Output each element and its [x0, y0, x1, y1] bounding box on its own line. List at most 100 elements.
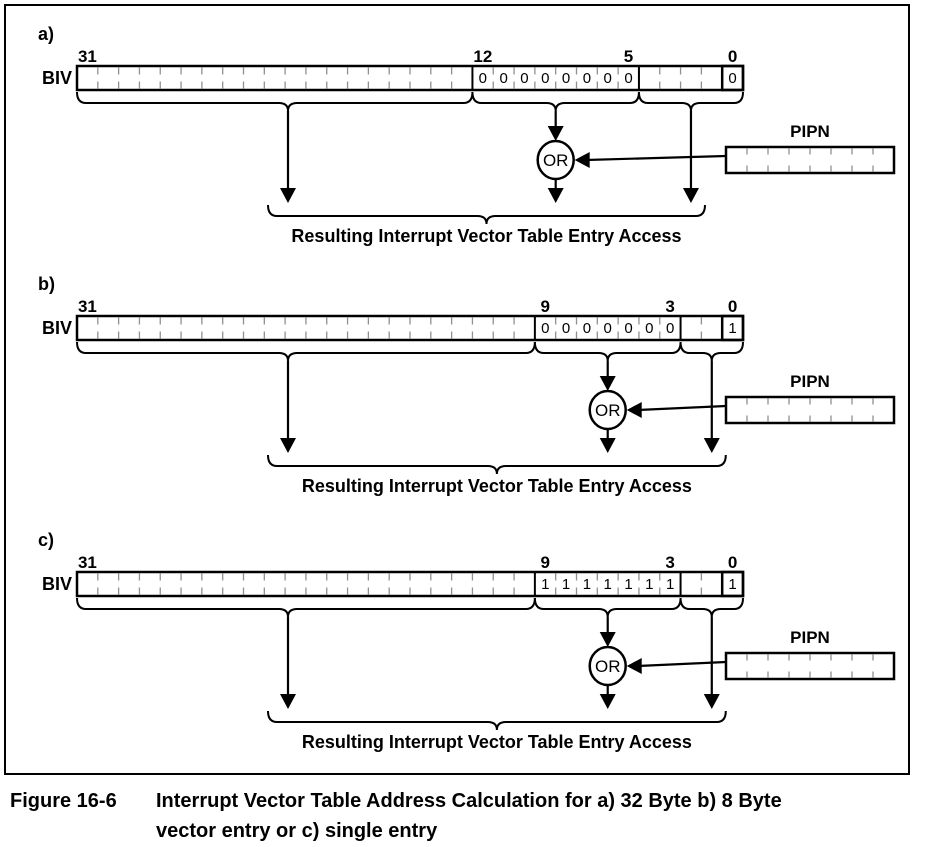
section-label-b: b) — [38, 274, 55, 294]
brace-field-bits — [533, 597, 682, 618]
figure-caption: Figure 16-6 Interrupt Vector Table Addre… — [10, 786, 782, 846]
field-bit-value: 0 — [562, 320, 570, 337]
brace-low-bits — [679, 341, 744, 362]
field-bit-value: 0 — [499, 70, 507, 87]
bit-label-field_lsb: 3 — [665, 297, 674, 316]
field-bit-value: 0 — [604, 70, 612, 87]
pipn-register-label: PIPN — [790, 372, 830, 391]
bit0-box — [720, 314, 745, 342]
field-bit-value: 1 — [624, 576, 632, 593]
low-bits-arrow-head — [703, 694, 720, 709]
biv-register-label: BIV — [42, 574, 72, 594]
field-bit-value: 0 — [604, 320, 612, 337]
high-bits-arrow-head — [280, 188, 296, 203]
brace-field-bits — [533, 341, 682, 362]
bit-label-field_lsb: 5 — [624, 47, 633, 66]
figure-caption-label: Figure 16-6 — [10, 790, 117, 812]
result-brace — [267, 454, 727, 475]
field-bit-value: 1 — [562, 576, 570, 593]
bit0-value: 0 — [728, 70, 736, 87]
field-bit-value: 1 — [541, 576, 549, 593]
field-bit-value: 0 — [583, 70, 591, 87]
figure-caption-line1: Interrupt Vector Table Address Calculati… — [156, 790, 782, 812]
pipn-to-or-arrow-head — [626, 658, 642, 674]
brace-field-bits — [471, 91, 640, 112]
bit-label-lsb: 0 — [728, 553, 737, 572]
result-brace — [267, 710, 727, 731]
bit0-value: 1 — [728, 320, 736, 337]
brace-high-bits — [76, 91, 474, 112]
bit-label-field_lsb: 3 — [665, 553, 674, 572]
or-output-arrow-head — [599, 438, 616, 453]
or-gate-label: OR — [543, 151, 569, 170]
pipn-register-label: PIPN — [790, 122, 830, 141]
figure-caption-line2: vector entry or c) single entry — [156, 820, 438, 842]
field-bit-value: 0 — [541, 70, 549, 87]
field-arrow-head — [599, 376, 616, 391]
result-brace — [267, 204, 706, 225]
field-bit-value: 1 — [604, 576, 612, 593]
low-bits-arrow-head — [682, 188, 699, 203]
field-arrow-head — [547, 126, 564, 141]
bit-label-lsb: 0 — [728, 47, 737, 66]
pipn-to-or-arrow-head — [574, 152, 590, 168]
result-label: Resulting Interrupt Vector Table Entry A… — [302, 732, 692, 752]
field-bit-value: 1 — [583, 576, 591, 593]
field-bit-value: 0 — [520, 70, 528, 87]
field-bit-value: 0 — [645, 320, 653, 337]
field-bit-value: 0 — [583, 320, 591, 337]
bit-label-field_msb: 9 — [541, 297, 550, 316]
result-label: Resulting Interrupt Vector Table Entry A… — [291, 226, 681, 246]
pipn-to-or-arrow-line — [637, 404, 727, 412]
bit-label-field_msb: 12 — [473, 47, 492, 66]
bit0-box — [720, 570, 745, 598]
or-output-arrow-head — [599, 694, 616, 709]
low-bits-arrow-head — [703, 438, 720, 453]
field-bit-value: 0 — [479, 70, 487, 87]
bit-label-msb: 31 — [78, 47, 97, 66]
section-label-c: c) — [38, 530, 54, 550]
high-bits-arrow-head — [280, 438, 296, 453]
section-label-a: a) — [38, 24, 54, 44]
bit0-value: 1 — [728, 576, 736, 593]
brace-high-bits — [76, 597, 536, 618]
bit-label-lsb: 0 — [728, 297, 737, 316]
figure-caption-text: Interrupt Vector Table Address Calculati… — [156, 786, 782, 846]
pipn-register: PIPN — [724, 372, 896, 425]
field-bit-value: 1 — [645, 576, 653, 593]
diagram-frame — [4, 4, 910, 775]
pipn-register-label: PIPN — [790, 628, 830, 647]
pipn-to-or-arrow-line — [585, 154, 727, 162]
or-output-arrow-head — [547, 188, 564, 203]
field-arrow-head — [599, 632, 616, 647]
field-bit-value: 0 — [562, 70, 570, 87]
pipn-register: PIPN — [724, 628, 896, 681]
field-bit-value: 1 — [666, 576, 674, 593]
pipn-to-or-arrow-head — [626, 402, 642, 418]
field-bit-value: 0 — [541, 320, 549, 337]
bit-label-msb: 31 — [78, 553, 97, 572]
bit-label-field_msb: 9 — [541, 553, 550, 572]
high-bits-arrow-head — [280, 694, 296, 709]
field-bit-value: 0 — [624, 320, 632, 337]
pipn-register: PIPN — [724, 122, 896, 175]
bit-label-msb: 31 — [78, 297, 97, 316]
field-bit-value: 0 — [666, 320, 674, 337]
biv-register-label: BIV — [42, 68, 72, 88]
pipn-to-or-arrow-line — [637, 660, 727, 668]
or-gate-label: OR — [595, 657, 621, 676]
biv-register-label: BIV — [42, 318, 72, 338]
bit0-box — [720, 64, 745, 92]
brace-low-bits — [679, 597, 744, 618]
brace-low-bits — [637, 91, 744, 112]
result-label: Resulting Interrupt Vector Table Entry A… — [302, 476, 692, 496]
brace-high-bits — [76, 341, 536, 362]
